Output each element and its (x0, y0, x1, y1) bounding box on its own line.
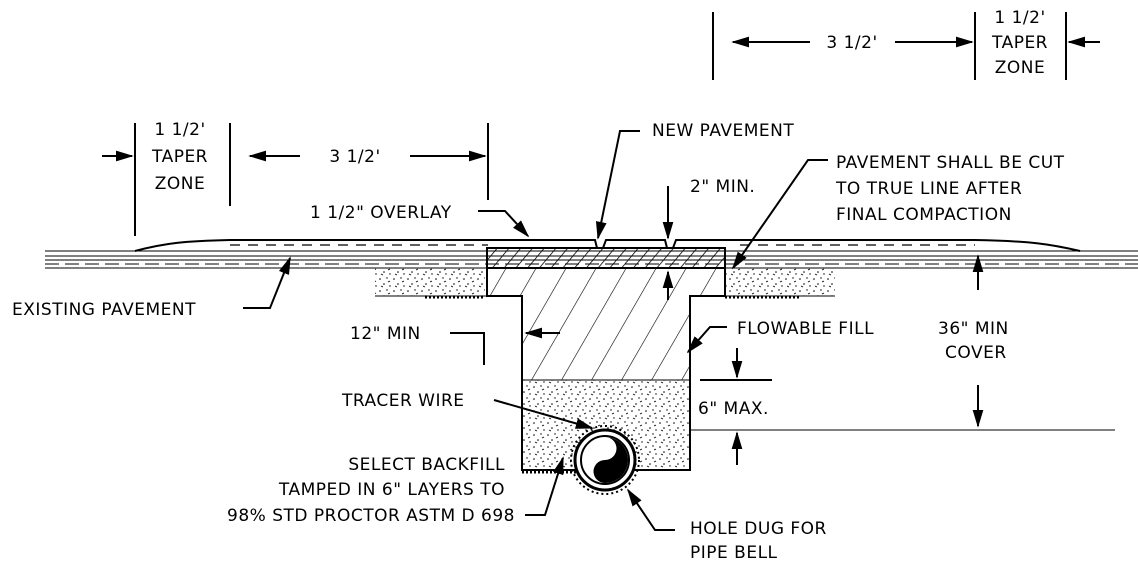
leader-lines (243, 130, 1115, 531)
select-backfill-line2: TAMPED IN 6" LAYERS TO (278, 480, 505, 500)
taper-left-line3: ZONE (155, 174, 206, 194)
pipe-with-bell (570, 425, 640, 495)
top-right-dimensions (712, 12, 1100, 80)
min-cover-line2: COVER (945, 343, 1007, 363)
base-gravel-right (725, 268, 835, 296)
two-min-label: 2" MIN. (690, 177, 755, 197)
left-dimensions (102, 123, 489, 236)
twelve-min-label: 12" MIN (350, 324, 421, 344)
pavement-cut-line1: PAVEMENT SHALL BE CUT (836, 153, 1065, 173)
taper-left-line1: 1 1/2' (154, 120, 205, 140)
flowable-fill-label: FLOWABLE FILL (737, 319, 874, 339)
min-cover-line1: 36" MIN (938, 319, 1009, 339)
tracer-wire-label: TRACER WIRE (341, 391, 465, 411)
select-backfill-line3: 98% STD PROCTOR ASTM D 698 (227, 506, 515, 526)
base-gravel-left (375, 268, 485, 296)
select-backfill-line1: SELECT BACKFILL (348, 455, 505, 475)
new-pavement-patch (486, 239, 740, 269)
hole-dug-line2: PIPE BELL (690, 543, 778, 562)
hole-dug-line1: HOLE DUG FOR (690, 519, 827, 539)
taper-left-line2: TAPER (151, 147, 208, 167)
dim-left-label: 3 1/2' (329, 147, 380, 167)
pavement-cut-line3: FINAL COMPACTION (836, 205, 1012, 225)
existing-pavement-label: EXISTING PAVEMENT (12, 300, 196, 320)
dim-top-right-label: 3 1/2' (826, 33, 877, 53)
taper-top-right-line2: TAPER (991, 33, 1048, 53)
new-pavement-label: NEW PAVEMENT (652, 121, 794, 141)
pavement-cut-line2: TO TRUE LINE AFTER (835, 179, 1022, 199)
six-max-label: 6" MAX. (698, 399, 769, 419)
taper-top-right-line1: 1 1/2' (994, 8, 1045, 28)
taper-top-right-line3: ZONE (995, 58, 1046, 78)
overlay-label: 1 1/2" OVERLAY (310, 203, 452, 223)
